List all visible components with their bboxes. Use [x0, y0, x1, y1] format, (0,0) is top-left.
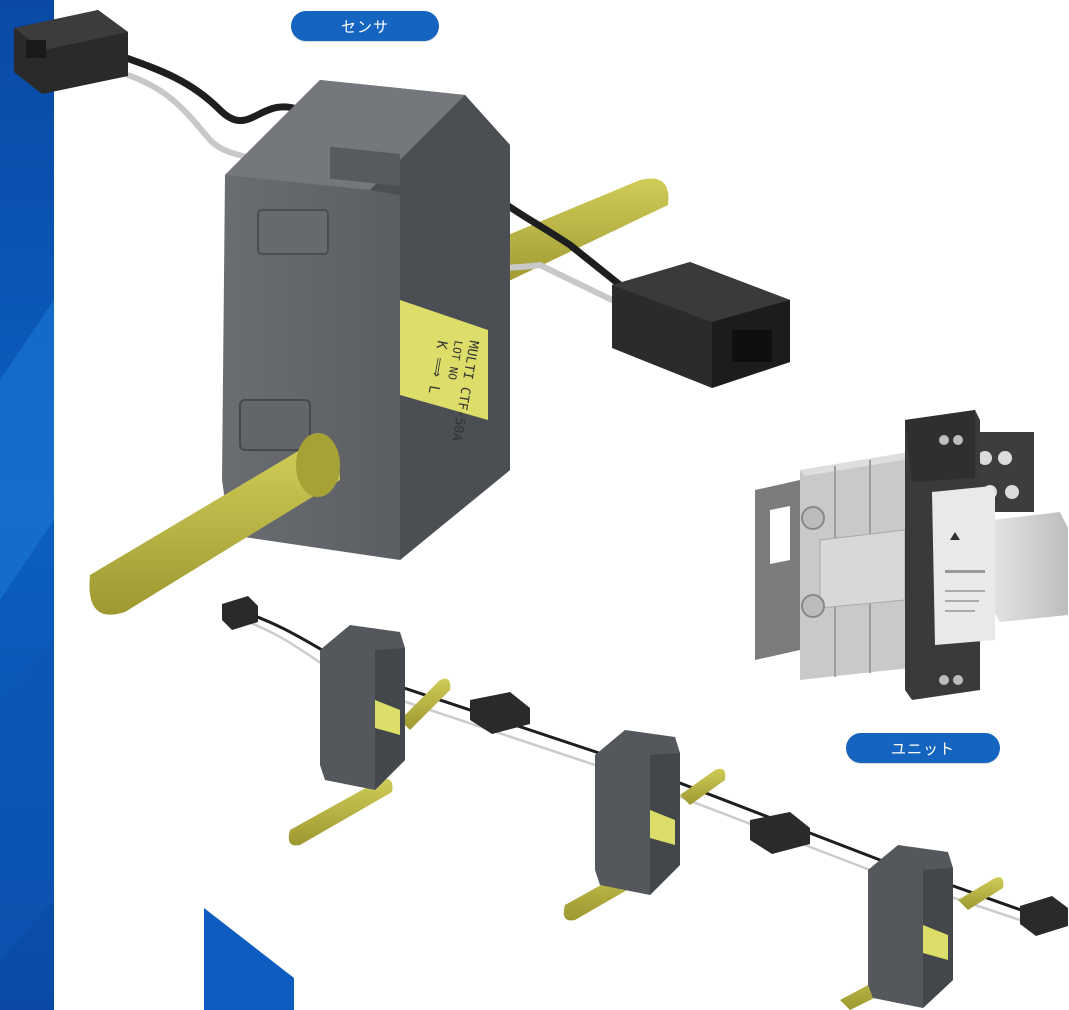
connector-icon	[14, 10, 128, 94]
side-blue-band	[0, 0, 54, 1010]
corner-triangle	[204, 908, 294, 1010]
sensor-label-pill: センサ	[291, 11, 439, 41]
sensor-chain	[222, 596, 1068, 1010]
connector-icon	[470, 692, 530, 734]
connector-icon	[750, 812, 810, 854]
din-rail-unit-icon	[755, 410, 1068, 700]
current-sensor-icon: MULTI CTF-50A LOT NO K ⟹ L	[222, 80, 510, 560]
large-current-sensor: MULTI CTF-50A LOT NO K ⟹ L	[14, 10, 790, 615]
connector-icon	[612, 262, 790, 388]
current-sensor-icon	[563, 730, 726, 921]
current-sensor-icon	[840, 845, 1004, 1010]
sensor-label-plate	[400, 300, 488, 420]
connector-icon	[222, 596, 258, 630]
unit-label-pill: ユニット	[846, 733, 1000, 763]
current-sensor-icon	[288, 625, 451, 846]
connector-icon	[1020, 896, 1068, 936]
